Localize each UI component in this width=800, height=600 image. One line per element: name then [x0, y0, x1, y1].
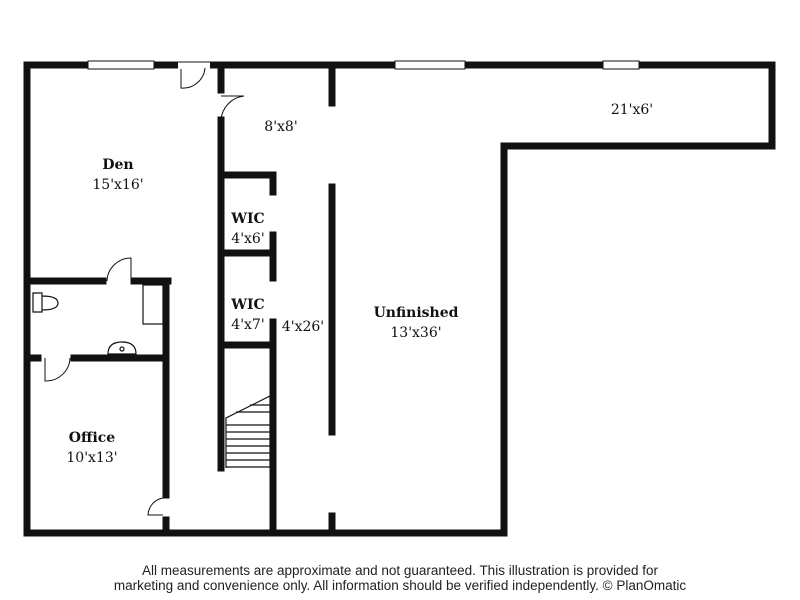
bath-vanity: [142, 284, 164, 325]
exterior-wall: [23, 61, 776, 537]
room-name-office: Office: [69, 430, 116, 446]
door-8x8: [220, 95, 245, 121]
room-dims-21x6: 21'x6': [611, 102, 653, 118]
window-21x6: [602, 60, 640, 70]
room-name-wic-2: WIC: [230, 297, 264, 313]
disclaimer-line-1: All measurements are approximate and not…: [141, 563, 659, 578]
room-dims-den: 15'x16': [92, 177, 143, 193]
room-name-den: Den: [102, 157, 133, 173]
window-den: [87, 60, 155, 70]
room-dims-8x8: 8'x8': [264, 119, 297, 135]
room-name-wic-1: WIC: [230, 211, 264, 227]
exterior-door-opening: [178, 60, 210, 70]
stairs: [225, 395, 271, 468]
drain-icon: [119, 346, 125, 352]
window-unfinished: [394, 60, 466, 70]
door-office-exit: [147, 497, 164, 516]
room-dims-hallway: 4'x26': [282, 319, 324, 335]
disclaimer: All measurements are approximate and not…: [0, 563, 800, 593]
room-dims-unfinished: 13'x36': [390, 325, 441, 341]
room-dims-wic-1: 4'x6': [231, 231, 264, 247]
door-bath: [106, 257, 132, 282]
toilet-icon: [32, 292, 59, 313]
disclaimer-line-2: marketing and convenience only. All info…: [113, 578, 687, 593]
room-dims-wic-2: 4'x7': [231, 317, 264, 333]
bathtub-icon: [107, 341, 137, 355]
exterior-door: [178, 61, 210, 89]
door-office: [44, 357, 71, 382]
room-dims-office: 10'x13': [66, 450, 117, 466]
room-name-unfinished: Unfinished: [374, 305, 459, 321]
